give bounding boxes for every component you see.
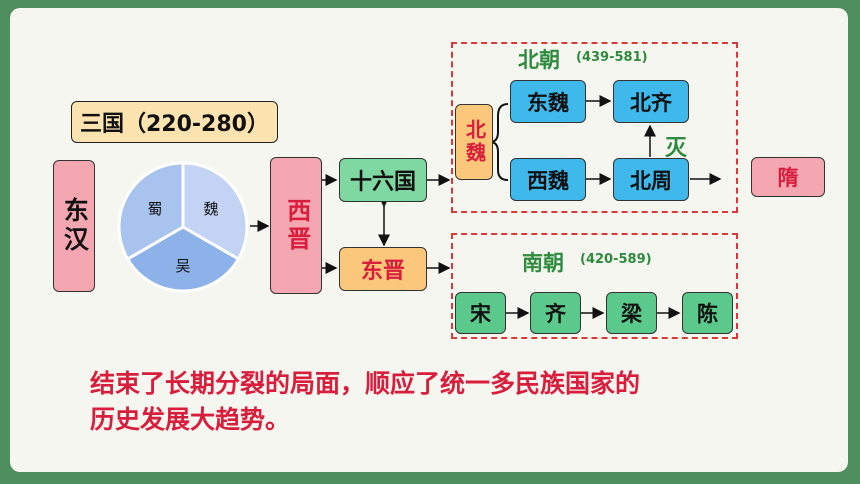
dongjin-box: 东晋	[339, 247, 427, 291]
pie-label-shu: 蜀	[147, 199, 163, 218]
xiwei-box: 西魏	[510, 158, 586, 201]
qi-box: 齐	[530, 292, 581, 334]
northern-title: 北朝	[518, 48, 560, 72]
song-box: 宋	[455, 292, 506, 334]
northern-dynasties-frame	[451, 42, 738, 213]
beizhou-box: 北周	[613, 158, 689, 201]
summary-text: 结束了长期分裂的局面，顺应了统一多民族国家的 历史发展大趋势。	[90, 366, 750, 438]
southern-title: 南朝	[522, 251, 564, 275]
liang-box: 梁	[606, 292, 657, 334]
xijin-box: 西晋	[270, 157, 322, 294]
summary-line-2: 历史发展大趋势。	[90, 405, 291, 434]
sui-box: 隋	[751, 157, 825, 197]
pie-label-wu: 吴	[175, 256, 191, 275]
southern-range: (420-589)	[580, 252, 652, 267]
southern-dynasties-frame	[451, 233, 738, 339]
mie-label: 灭	[665, 136, 688, 161]
summary-line-1: 结束了长期分裂的局面，顺应了统一多民族国家的	[90, 369, 641, 398]
three-kingdoms-label: 三国（220-280）	[71, 101, 278, 143]
dongwei-box: 东魏	[510, 80, 586, 123]
three-kingdoms-pie	[117, 161, 249, 293]
pie-label-wei: 魏	[203, 199, 219, 218]
xijin-label: 西晋	[282, 197, 311, 254]
northern-range: (439-581)	[576, 50, 648, 65]
beiwei-box: 北魏	[455, 104, 493, 180]
shiliuguo-box: 十六国	[339, 158, 427, 202]
beiqi-box: 北齐	[613, 80, 689, 123]
donghan-label: 东汉	[60, 197, 90, 255]
donghan-box: 东汉	[53, 160, 95, 292]
beiwei-label: 北魏	[462, 119, 487, 165]
chen-box: 陈	[682, 292, 733, 334]
